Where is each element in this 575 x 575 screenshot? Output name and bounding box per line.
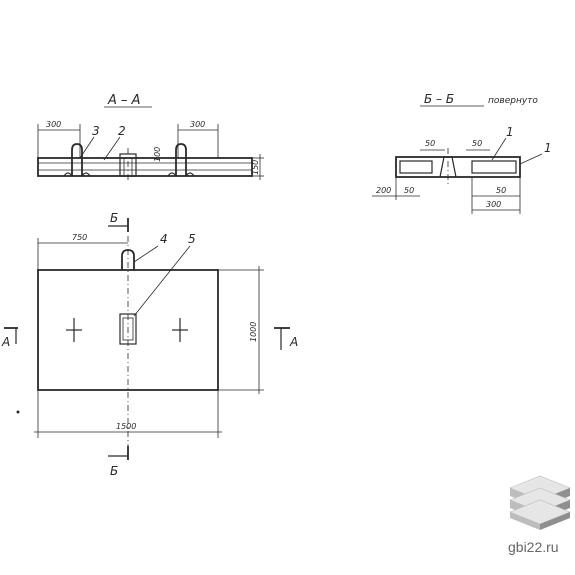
dim-label-50-bottom: 50 [404,186,414,195]
dim-label-100: 100 [153,147,162,162]
watermark-logo-icon [509,475,571,530]
rebar-frame-right [471,160,517,174]
dim-label-50-top-right: 50 [472,139,482,148]
cut-label-b-top: Б [110,211,118,225]
dim-label-300: 300 [486,200,501,209]
watermark-text: gbi22.ru [508,539,559,555]
leader-line [103,136,121,161]
lifting-loop-right [175,143,187,176]
stray-dot [16,410,20,414]
dim-label-300-left: 300 [46,120,61,129]
dim-label-750: 750 [72,233,87,242]
section-bb-title: Б – Б [424,92,454,106]
slab-section-bb-outline [395,156,521,178]
lifting-loop-left [71,143,83,176]
loop-anchor-right [167,172,195,177]
section-bb: Б – Б повернуто 1 1 50 50 200 50 50 300 [372,92,552,214]
callout-2: 2 [118,124,126,138]
leader-line [519,153,543,165]
dim-label-300-right: 300 [190,120,205,129]
embedded-part-plan-inner [122,317,134,341]
section-aa: А – А 300 300 3 2 100 [37,93,264,182]
dim-label-1500: 1500 [116,422,136,431]
dim-label-50-top-left: 50 [425,139,435,148]
rebar-frame-left [399,160,433,174]
dim-label-50-right: 50 [496,186,506,195]
slab-section-outline [37,157,253,177]
callout-3: 3 [92,124,100,138]
callout-1-right: 1 [544,141,552,155]
section-bb-rotated-note: повернуто [488,96,538,106]
plan-view: Б 750 4 5 A A [1,211,298,478]
dim-label-150: 150 [251,160,260,175]
leader-line [133,245,191,317]
callout-4: 4 [160,232,168,246]
leader-line [133,245,159,263]
cut-label-a-right: A [289,335,298,349]
cut-label-a-left: A [1,335,10,349]
cut-label-b-bottom: Б [110,464,118,478]
callout-5: 5 [188,232,196,246]
callout-1-upper: 1 [506,125,514,139]
dim-label-200: 200 [376,186,391,195]
loop-anchor-left [63,172,91,177]
section-aa-title: А – А [107,93,141,108]
dim-label-1000: 1000 [249,322,258,342]
slab-plan-outline [37,269,219,391]
embedded-part-plan [119,313,137,345]
